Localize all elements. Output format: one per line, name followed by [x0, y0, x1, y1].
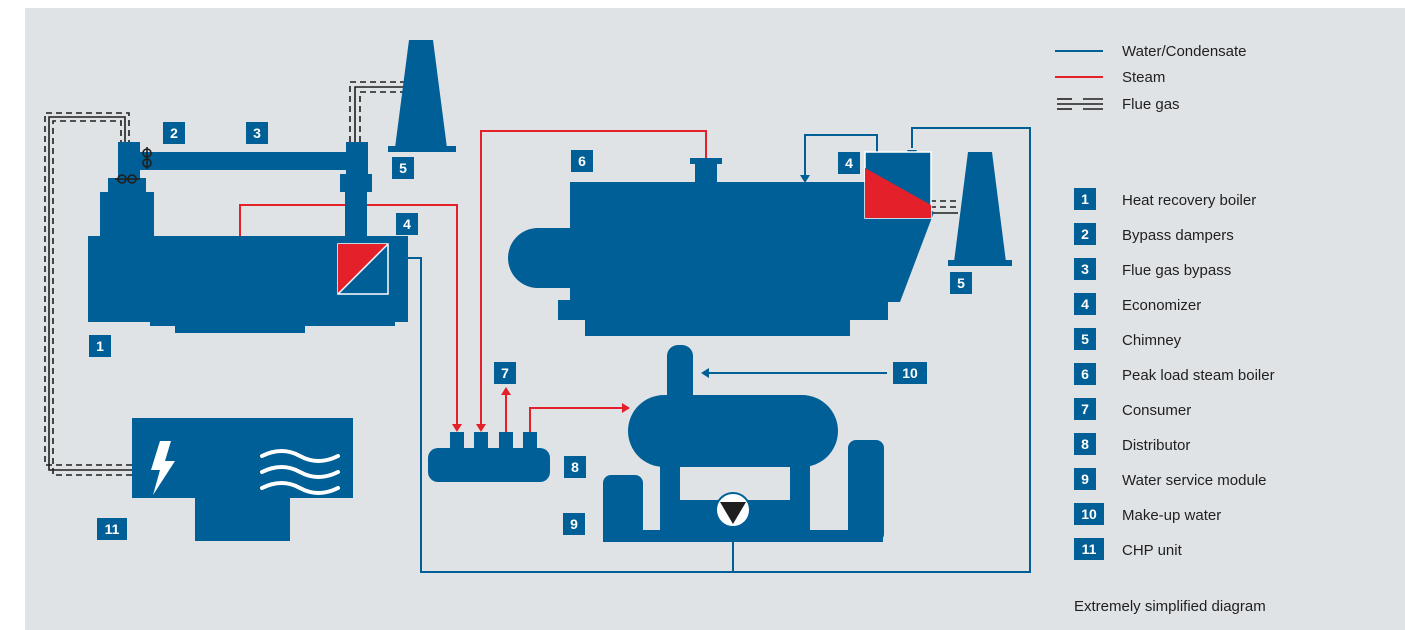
- legend-water-label: Water/Condensate: [1122, 43, 1247, 60]
- tag-chimney-left-text: 5: [399, 160, 407, 176]
- key-item-num: 5: [1081, 331, 1089, 347]
- tag-chp: 11: [97, 518, 127, 540]
- key-item-num: 9: [1081, 471, 1089, 487]
- legend: Water/Condensate Steam Flue gas: [1055, 43, 1247, 113]
- key-item-label: CHP unit: [1122, 542, 1183, 559]
- key-item: 2 Bypass dampers: [1074, 223, 1234, 245]
- economizer-left: [337, 243, 389, 295]
- tag-dampers-text: 2: [170, 125, 178, 141]
- diagram-note: Extremely simplified diagram: [1074, 598, 1266, 615]
- key-item: 11 CHP unit: [1074, 538, 1183, 560]
- key-item: 7 Consumer: [1074, 398, 1191, 420]
- key-item-num: 8: [1081, 436, 1089, 452]
- tag-economizer-right: 4: [838, 152, 860, 174]
- chimney-right: [948, 152, 1012, 266]
- tag-economizer-left-text: 4: [403, 216, 411, 232]
- tag-chimney-right-text: 5: [957, 275, 965, 291]
- pump-icon: [715, 492, 751, 528]
- key-item-label: Distributor: [1122, 437, 1190, 454]
- tag-water-module-text: 9: [570, 516, 578, 532]
- key-item-label: Economizer: [1122, 297, 1201, 314]
- tag-economizer-left: 4: [396, 213, 418, 235]
- key-item-num: 6: [1081, 366, 1089, 382]
- key-item: 1 Heat recovery boiler: [1074, 188, 1256, 210]
- key-item: 3 Flue gas bypass: [1074, 258, 1231, 280]
- flue-gas-lines: [44, 81, 958, 476]
- key-item: 4 Economizer: [1074, 293, 1201, 315]
- key-item-num: 7: [1081, 401, 1089, 417]
- water-service-module: [603, 345, 884, 542]
- tag-bypass-text: 3: [253, 125, 261, 141]
- tag-makeup-text: 10: [902, 365, 918, 381]
- key-item-label: Water service module: [1122, 472, 1267, 489]
- key-item-num: 4: [1081, 296, 1089, 312]
- steam-arrowheads: [452, 387, 630, 432]
- tag-hrb-text: 1: [96, 338, 104, 354]
- tag-consumer: 7: [494, 362, 516, 384]
- key-item-label: Flue gas bypass: [1122, 262, 1231, 279]
- key-item: 9 Water service module: [1074, 468, 1267, 490]
- key-item-label: Make-up water: [1122, 507, 1221, 524]
- tag-water-module: 9: [563, 513, 585, 535]
- key-item-label: Consumer: [1122, 402, 1191, 419]
- legend-steam-label: Steam: [1122, 69, 1165, 86]
- lightning-bolt-icon: [151, 441, 175, 495]
- tag-economizer-right-text: 4: [845, 155, 853, 171]
- water-lines: [407, 127, 1031, 573]
- key-item-num: 11: [1082, 541, 1097, 557]
- chimney-left: [388, 40, 456, 152]
- distributor: [428, 432, 550, 482]
- peak-load-steam-boiler: [508, 158, 934, 336]
- key-item-num: 1: [1081, 191, 1089, 207]
- key-item-num: 10: [1081, 506, 1097, 522]
- key-item: 8 Distributor: [1074, 433, 1190, 455]
- tag-distributor-text: 8: [571, 459, 579, 475]
- key-item-num: 3: [1081, 261, 1089, 277]
- key-item-label: Heat recovery boiler: [1122, 192, 1256, 209]
- key-item-label: Peak load steam boiler: [1122, 367, 1275, 384]
- tag-chimney-left: 5: [392, 157, 414, 179]
- tag-chimney-right: 5: [950, 272, 972, 294]
- chp-unit: [132, 418, 353, 541]
- legend-flue-gas-label: Flue gas: [1122, 96, 1180, 113]
- tag-makeup: 10: [893, 362, 927, 384]
- heat-recovery-boiler: [88, 144, 408, 333]
- tag-chp-text: 11: [105, 521, 120, 537]
- key-item: 5 Chimney: [1074, 328, 1182, 350]
- key-item: 6 Peak load steam boiler: [1074, 363, 1275, 385]
- key-item-label: Chimney: [1122, 332, 1182, 349]
- key-item-num: 2: [1081, 226, 1089, 242]
- tag-hrb: 1: [89, 335, 111, 357]
- tag-consumer-text: 7: [501, 365, 509, 381]
- key-item-label: Bypass dampers: [1122, 227, 1234, 244]
- tag-distributor: 8: [564, 456, 586, 478]
- component-key: 1 Heat recovery boiler 2 Bypass dampers …: [1074, 188, 1275, 560]
- tag-dampers: 2: [163, 122, 185, 144]
- legend-flue-gas-swatch: [1057, 98, 1103, 110]
- damper-valve-icon: [115, 147, 152, 184]
- key-item: 10 Make-up water: [1074, 503, 1221, 525]
- tag-steam-boiler-text: 6: [578, 153, 586, 169]
- tag-bypass: 3: [246, 122, 268, 144]
- heat-waves-icon: [260, 449, 340, 495]
- tag-steam-boiler: 6: [571, 150, 593, 172]
- flue-gas-bypass: [118, 142, 368, 178]
- economizer-right: [864, 151, 932, 219]
